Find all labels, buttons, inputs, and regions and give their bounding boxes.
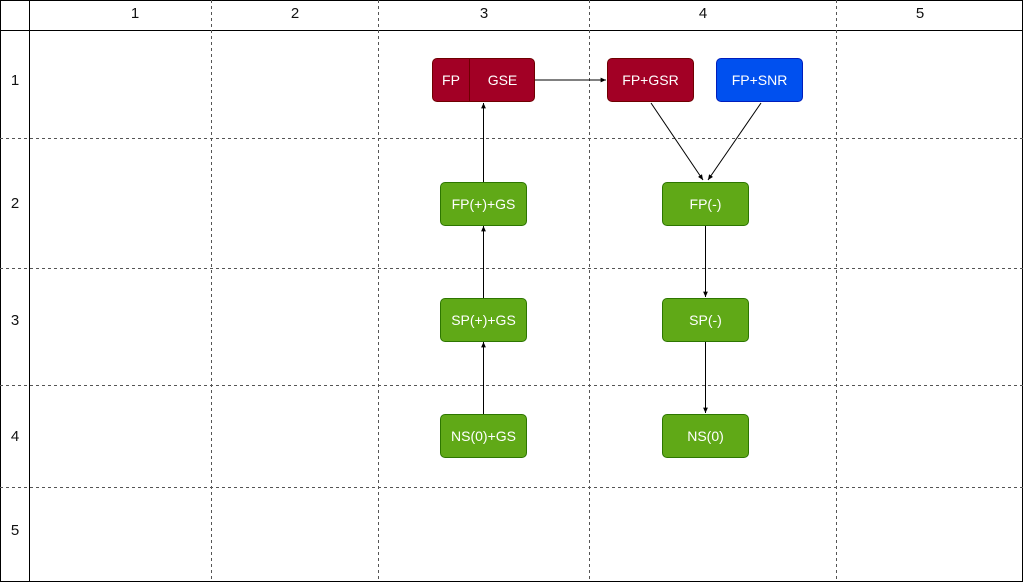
node-sp-minus[interactable]: SP(-) [662, 298, 749, 342]
column-label-5: 5 [915, 5, 925, 22]
vertical-gridlines [211, 0, 837, 582]
node-fp-plus-gs[interactable]: FP(+)+GS [440, 182, 527, 226]
node-sp-plus-gs[interactable]: SP(+)+GS [440, 298, 527, 342]
node-fp-minus[interactable]: FP(-) [662, 182, 749, 226]
row-label-2: 2 [10, 195, 20, 212]
node-fp-gsr[interactable]: FP+GSR [607, 58, 694, 102]
horizontal-gridlines [0, 138, 1023, 488]
column-label-2: 2 [290, 5, 300, 22]
edge-fpgsr-to-fpminus [650, 102, 704, 181]
edge-fpsnr-to-fpminus [707, 102, 762, 181]
row-label-1: 1 [10, 72, 20, 89]
node-fp-gse[interactable]: FP GSE [432, 58, 535, 102]
column-label-4: 4 [698, 5, 708, 22]
column-label-1: 1 [130, 5, 140, 22]
column-label-3: 3 [479, 5, 489, 22]
node-fp-label: FP [442, 72, 460, 88]
node-gse-label: GSE [469, 59, 535, 101]
row-label-5: 5 [10, 522, 20, 539]
row-label-4: 4 [10, 428, 20, 445]
node-fp-snr[interactable]: FP+SNR [716, 58, 803, 102]
row-label-3: 3 [10, 312, 20, 329]
node-ns0[interactable]: NS(0) [662, 414, 749, 458]
node-ns0-gs[interactable]: NS(0)+GS [440, 414, 527, 458]
